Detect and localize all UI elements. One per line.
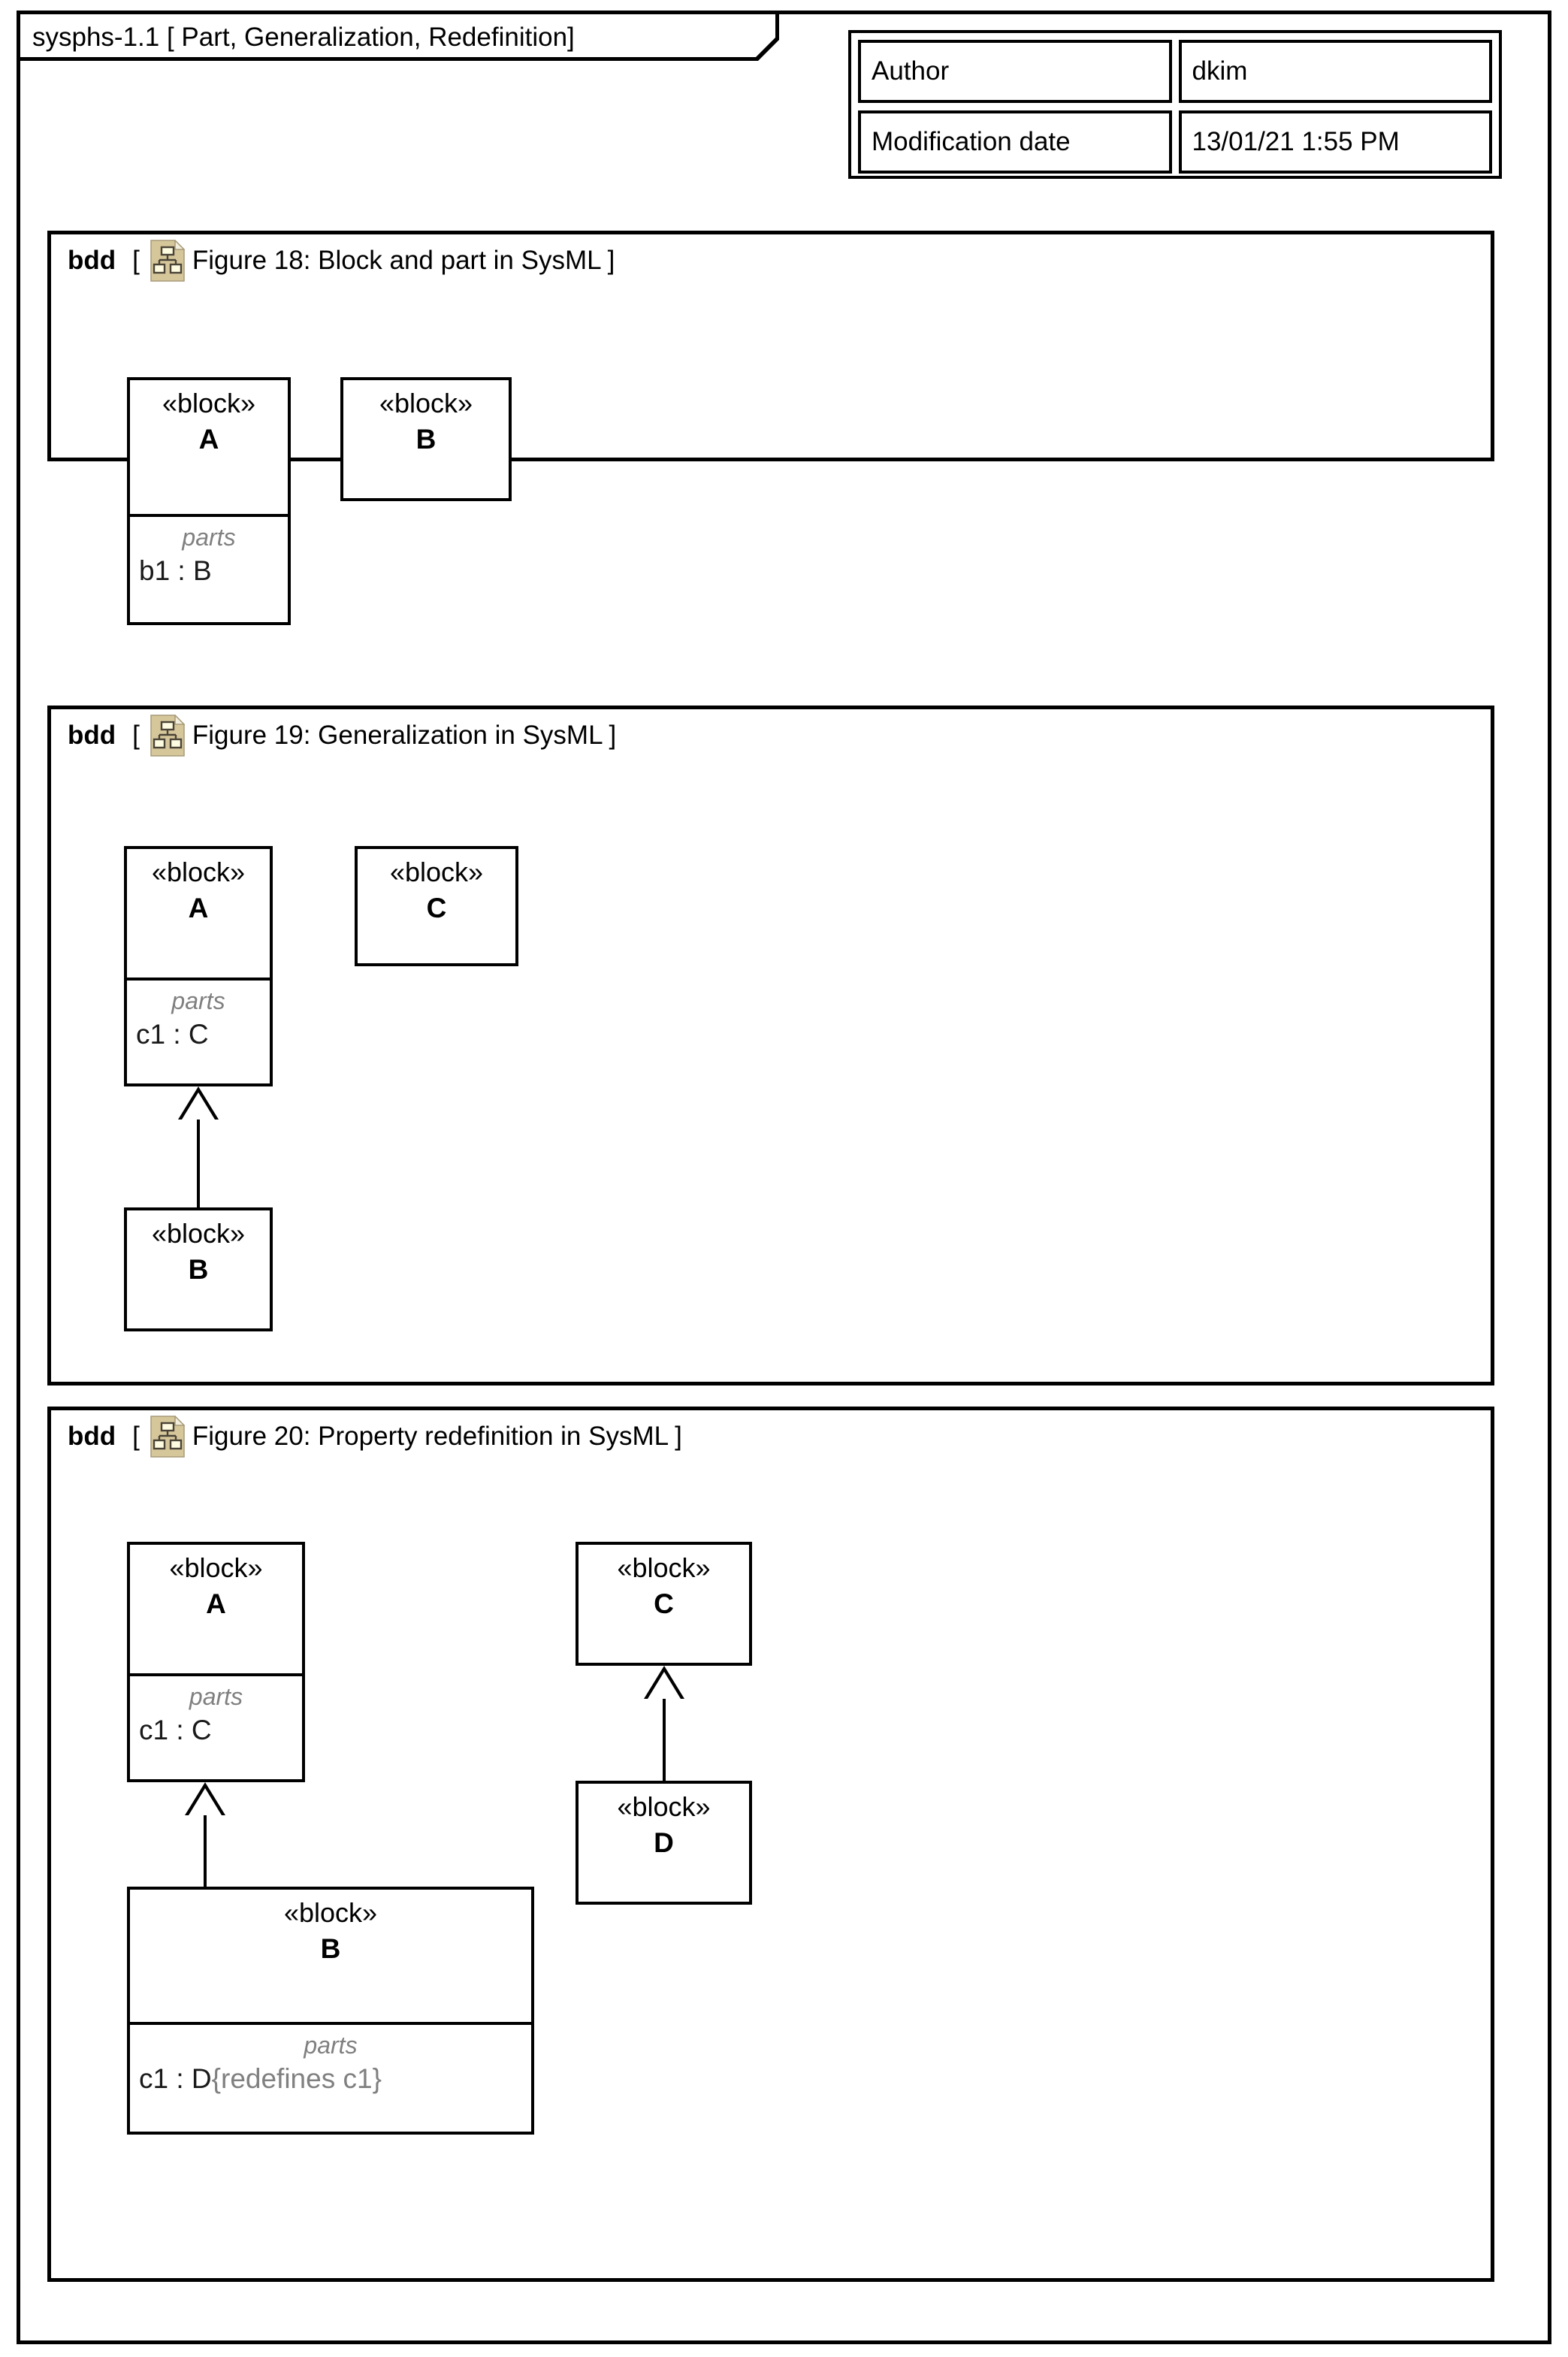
block-a-stereotype: «block» (151, 857, 246, 887)
block-c-stereotype: «block» (617, 1552, 711, 1583)
block-b-stereotype: «block» (379, 388, 473, 419)
block-b-header: «block» B (127, 1210, 270, 1340)
block-c-name: C (426, 893, 447, 923)
bdd-frame-2-label: Figure 19: Generalization in SysML (192, 721, 603, 750)
compartment-title-parts: parts (182, 524, 236, 551)
block-b-stereotype: «block» (283, 1897, 378, 1928)
block-d-stereotype: «block» (617, 1791, 711, 1822)
bdd-frame-figure-20: bdd [ Figure 20: Property r (47, 1407, 1494, 2282)
generalization-triangle-fill (648, 1672, 681, 1699)
block-a-name: A (188, 893, 209, 923)
block-b-name: B (188, 1254, 209, 1285)
block-a-parts-compartment: parts b1 : B (130, 514, 288, 646)
block-b[interactable]: «block» B parts c1 : D{redefines c1} (127, 1887, 534, 2135)
block-a[interactable]: «block» A parts c1 : C (124, 846, 273, 1086)
block-a-name: A (206, 1588, 226, 1619)
bdd-diagram-icon (150, 714, 186, 757)
block-a-parts-compartment: parts c1 : C (130, 1673, 302, 1803)
redefines-constraint: {redefines c1} (211, 2063, 382, 2094)
bracket-open: [ (132, 721, 140, 750)
block-b-parts-compartment: parts c1 : D{redefines c1} (130, 2022, 531, 2156)
metadata-value-author: dkim (1178, 40, 1492, 103)
bracket-close: ] (609, 721, 617, 750)
bdd-frame-1-label: Figure 18: Block and part in SysML (192, 246, 602, 275)
generalization-line-b-to-a (204, 1815, 207, 1889)
metadata-table: Author dkim Modification date 13/01/21 1… (848, 30, 1502, 179)
bdd-frame-2-header-text: bdd [ Figure 19: Generaliza (51, 709, 810, 762)
metadata-key-author: Author (858, 40, 1172, 103)
block-b[interactable]: «block» B (124, 1207, 273, 1331)
package-frame-title-tab: sysphs-1.1 [ Part, Generalization, Redef… (20, 14, 779, 61)
block-c-name: C (654, 1588, 674, 1619)
package-title: sysphs-1.1 [ Part, Generalization, Redef… (32, 23, 575, 52)
block-b-header: «block» B (343, 380, 509, 510)
part-property-c1: c1 : C (139, 1715, 212, 1745)
block-b[interactable]: «block» B (340, 377, 512, 501)
block-b-name: B (320, 1933, 341, 1964)
bdd-frame-figure-19: bdd [ Figure 19: Generaliza (47, 706, 1494, 1385)
block-c-header: «block» C (358, 849, 515, 975)
bracket-close: ] (675, 1422, 682, 1451)
block-c[interactable]: «block» C (576, 1542, 752, 1666)
block-b-name: B (415, 424, 437, 455)
bdd-frame-3-label: Figure 20: Property redefinition in SysM… (192, 1422, 669, 1451)
table-row: Modification date 13/01/21 1:55 PM (858, 110, 1492, 174)
block-a[interactable]: «block» A parts b1 : B (127, 377, 291, 625)
block-a-header: «block» A (130, 1545, 302, 1673)
block-a[interactable]: «block» A parts c1 : C (127, 1542, 305, 1782)
bracket-close: ] (607, 246, 615, 275)
block-c-header: «block» C (579, 1545, 749, 1675)
generalization-triangle-fill (182, 1092, 215, 1120)
bdd-frame-1-header-tab: bdd [ Figure 18: Block and (51, 234, 810, 287)
bdd-kind-label: bdd (68, 721, 116, 750)
metadata-value-modification-date: 13/01/21 1:55 PM (1178, 110, 1492, 174)
generalization-line-d-to-c (663, 1699, 666, 1783)
part-property-c1-redefined: c1 : D{redefines c1} (130, 2061, 531, 2097)
part-property-c1-type: c1 : D (139, 2063, 212, 2094)
block-d-name: D (654, 1827, 674, 1858)
bdd-frame-1-header-text: bdd [ Figure 18: Block and (51, 234, 810, 287)
bracket-open: [ (132, 1422, 140, 1451)
block-a-header: «block» A (130, 380, 288, 514)
bdd-frame-3-header-text: bdd [ Figure 20: Property r (51, 1410, 900, 1463)
bdd-diagram-icon (150, 239, 186, 282)
bdd-kind-label: bdd (68, 1422, 116, 1451)
compartment-title-parts: parts (189, 1683, 243, 1710)
block-a-header: «block» A (127, 849, 270, 978)
tab-shape-fill (20, 14, 775, 57)
block-a-parts-compartment: parts c1 : C (127, 978, 270, 1107)
bdd-frame-3-header-tab: bdd [ Figure 20: Property r (51, 1410, 900, 1463)
bdd-kind-label: bdd (68, 246, 116, 275)
block-d[interactable]: «block» D (576, 1781, 752, 1905)
compartment-title-parts: parts (171, 987, 225, 1014)
block-c-stereotype: «block» (389, 857, 484, 887)
block-b-header: «block» B (130, 1890, 531, 2022)
table-row: Author dkim (858, 40, 1492, 103)
bdd-diagram-icon (150, 1415, 186, 1458)
sysml-package-frame: sysphs-1.1 [ Part, Generalization, Redef… (17, 11, 1551, 2344)
block-a-name: A (198, 424, 219, 455)
part-property-b1: b1 : B (139, 555, 212, 586)
bracket-open: [ (132, 246, 140, 275)
block-d-header: «block» D (579, 1784, 749, 1914)
compartment-title-parts: parts (304, 2032, 358, 2059)
block-c[interactable]: «block» C (355, 846, 518, 966)
generalization-line-b-to-a (197, 1120, 200, 1210)
metadata-key-modification-date: Modification date (858, 110, 1172, 174)
block-a-stereotype: «block» (162, 388, 256, 419)
block-b-stereotype: «block» (151, 1218, 246, 1249)
bdd-frame-figure-18: bdd [ Figure 18: Block and (47, 231, 1494, 625)
generalization-triangle-fill (189, 1788, 222, 1815)
bdd-frame-2-header-tab: bdd [ Figure 19: Generaliza (51, 709, 810, 762)
part-property-c1: c1 : C (136, 1019, 209, 1050)
block-a-stereotype: «block» (169, 1552, 263, 1583)
